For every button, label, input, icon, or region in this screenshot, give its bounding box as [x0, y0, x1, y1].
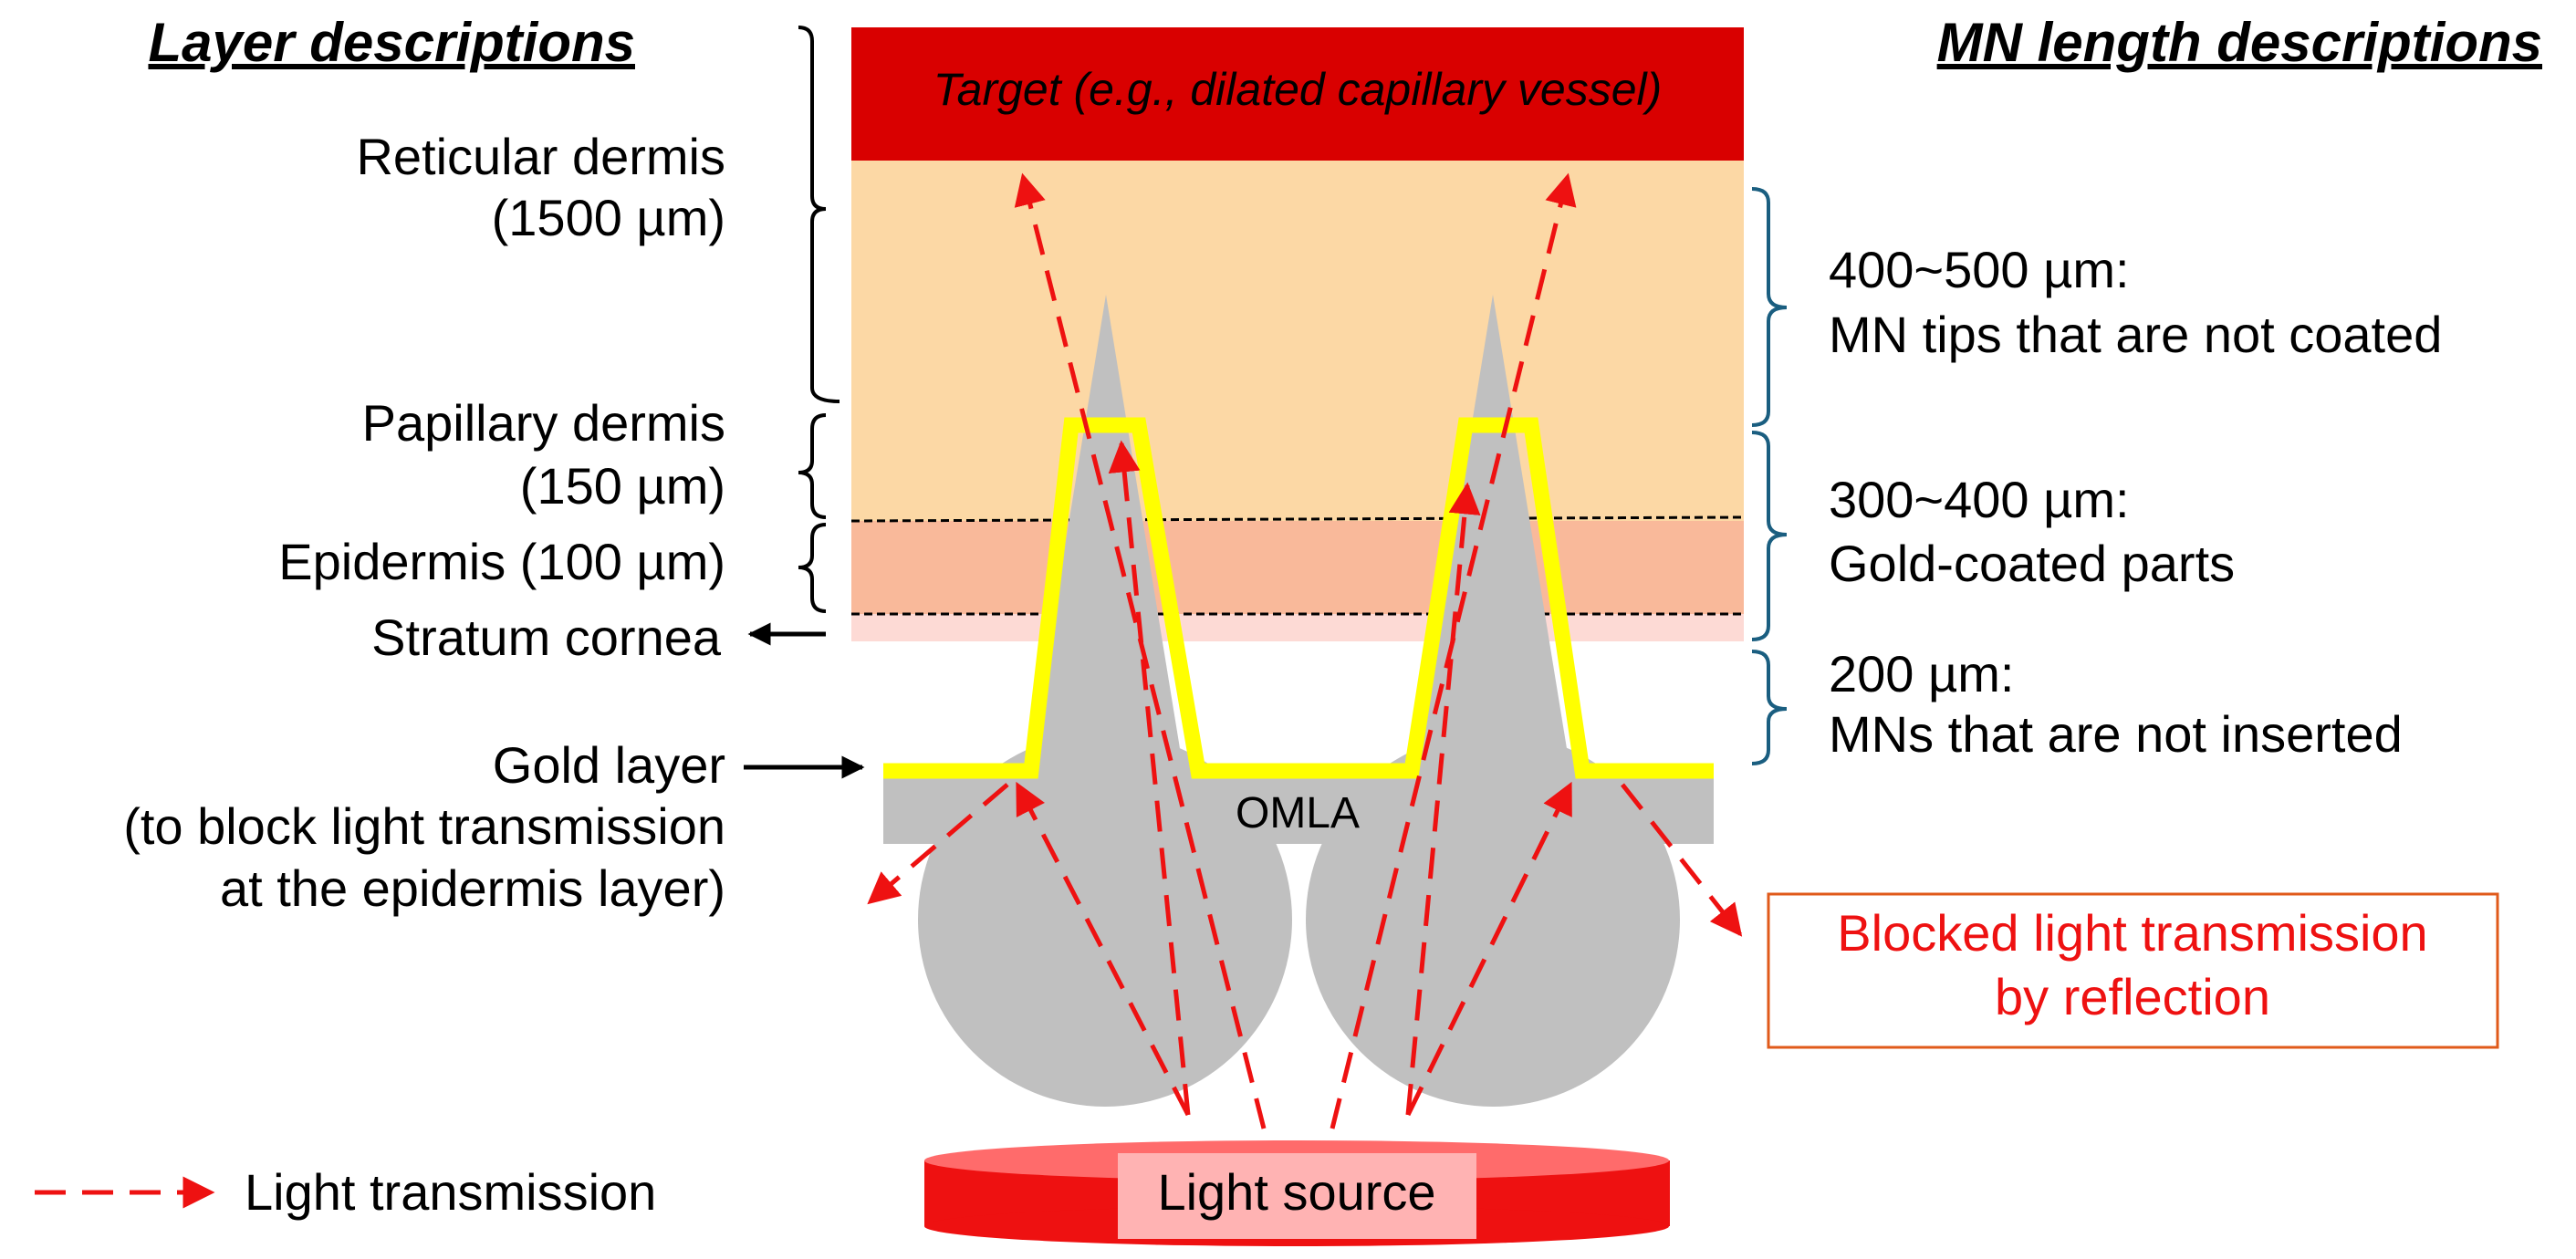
not-inserted-brace	[1751, 650, 1788, 765]
mn-length-descriptions-title: MN length descriptions	[1937, 12, 2542, 73]
mn-length-1-description: MN tips that are not coated	[1829, 306, 2442, 363]
legend-light-transmission-label: Light transmission	[245, 1163, 656, 1221]
gold-layer-label: Gold layer	[493, 736, 725, 794]
epidermis-layer	[851, 521, 1744, 614]
reticular-dermis-thickness: (1500 µm)	[492, 189, 725, 246]
papillary-dermis-label: Papillary dermis	[362, 394, 725, 452]
gold-coated-brace	[1751, 431, 1788, 641]
light-ray-1	[1014, 172, 1267, 1129]
mn-length-3-value: 200 µm:	[1829, 645, 2014, 702]
blocked-transmission-line1: Blocked light transmission	[1837, 904, 2427, 962]
light-ray-5	[1108, 440, 1191, 1116]
light-ray-3	[1015, 781, 1191, 1117]
papillary-boundary-line	[850, 515, 1745, 523]
reticular-dermis-layer	[851, 161, 1744, 521]
gold-layer-note-line2: at the epidermis layer)	[220, 859, 725, 917]
target-band	[851, 27, 1744, 161]
light-ray-6	[1405, 482, 1481, 1116]
layer-descriptions-title: Layer descriptions	[148, 12, 635, 73]
papillary-dermis-thickness: (150 µm)	[520, 457, 725, 515]
mn-length-3-description: MNs that are not inserted	[1829, 705, 2403, 763]
omla-label: OMLA	[1236, 789, 1360, 838]
mn-length-2-description: Gold-coated parts	[1829, 535, 2235, 592]
light-ray-4	[867, 783, 1009, 905]
gold-coating	[883, 417, 1714, 779]
blocked-transmission-line2: by reflection	[1995, 968, 2270, 1025]
epidermis-label: Epidermis (100 µm)	[278, 533, 725, 590]
gold-layer-note-line1: (to block light transmission	[123, 797, 725, 855]
stratum-cornea-layer	[851, 614, 1744, 641]
target-label: Target (e.g., dilated capillary vessel)	[933, 64, 1663, 115]
blocked-transmission-box	[1767, 892, 2499, 1049]
epidermis-brace	[798, 523, 827, 613]
reticular-dermis-label: Reticular dermis	[356, 128, 725, 185]
light-source-label: Light source	[1157, 1163, 1435, 1221]
mn-length-2-value: 300~400 µm:	[1829, 471, 2130, 528]
microneedle-right	[1415, 295, 1570, 771]
light-ray-2	[1330, 172, 1577, 1129]
light-source-label-box	[1118, 1153, 1476, 1239]
uncoated-tips-brace	[1751, 187, 1788, 427]
papillary-dermis-brace	[798, 413, 827, 519]
light-ray-7	[1405, 781, 1573, 1117]
light-ray-8	[1621, 783, 1743, 937]
stratum-cornea-label: Stratum cornea	[371, 609, 722, 666]
mn-length-1-value: 400~500 µm:	[1829, 241, 2130, 298]
reticular-dermis-brace	[798, 26, 840, 403]
